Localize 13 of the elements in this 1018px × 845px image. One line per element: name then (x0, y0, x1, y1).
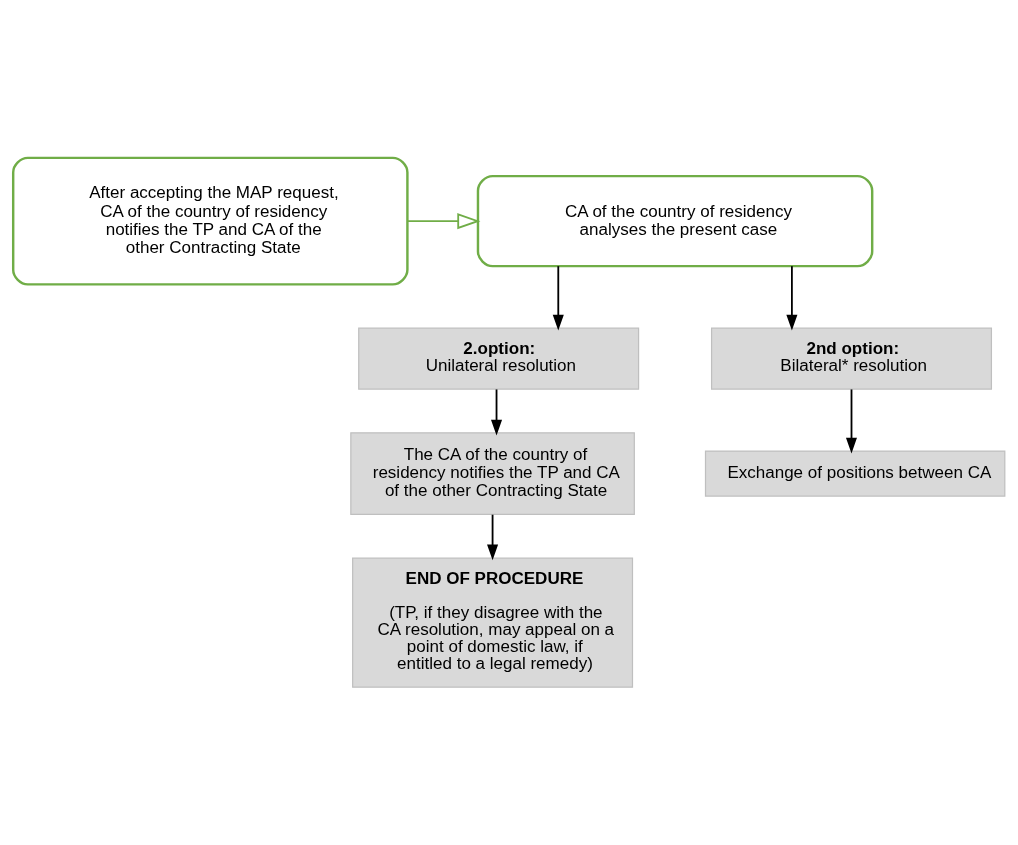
node-box: CA of the country of residency analyses the present case (476, 174, 874, 268)
node-box: After accepting the MAP request, CA of the country of residency notifies the TP and CA of the other Contracting State (11, 156, 409, 286)
arrow (487, 513, 499, 561)
arrow (491, 388, 503, 436)
arrow (845, 388, 858, 454)
node-box: The CA of the country of residency notifies the TP and CA of the other Contracting State (350, 432, 635, 515)
arrow (406, 213, 481, 230)
node-box: Exchange of positions between CA (704, 450, 1006, 497)
arrow (552, 265, 564, 331)
arrow (786, 265, 798, 331)
node-box: 2.option: Unilateral resolution (358, 327, 640, 390)
node-box: END OF PROCEDURE (TP, if they disagree with the CA resolution, may appeal on a point of domestic law, if entitled to a legal remedy) (352, 557, 634, 688)
node-box: 2nd option: Bilateral* resolution (710, 327, 993, 390)
